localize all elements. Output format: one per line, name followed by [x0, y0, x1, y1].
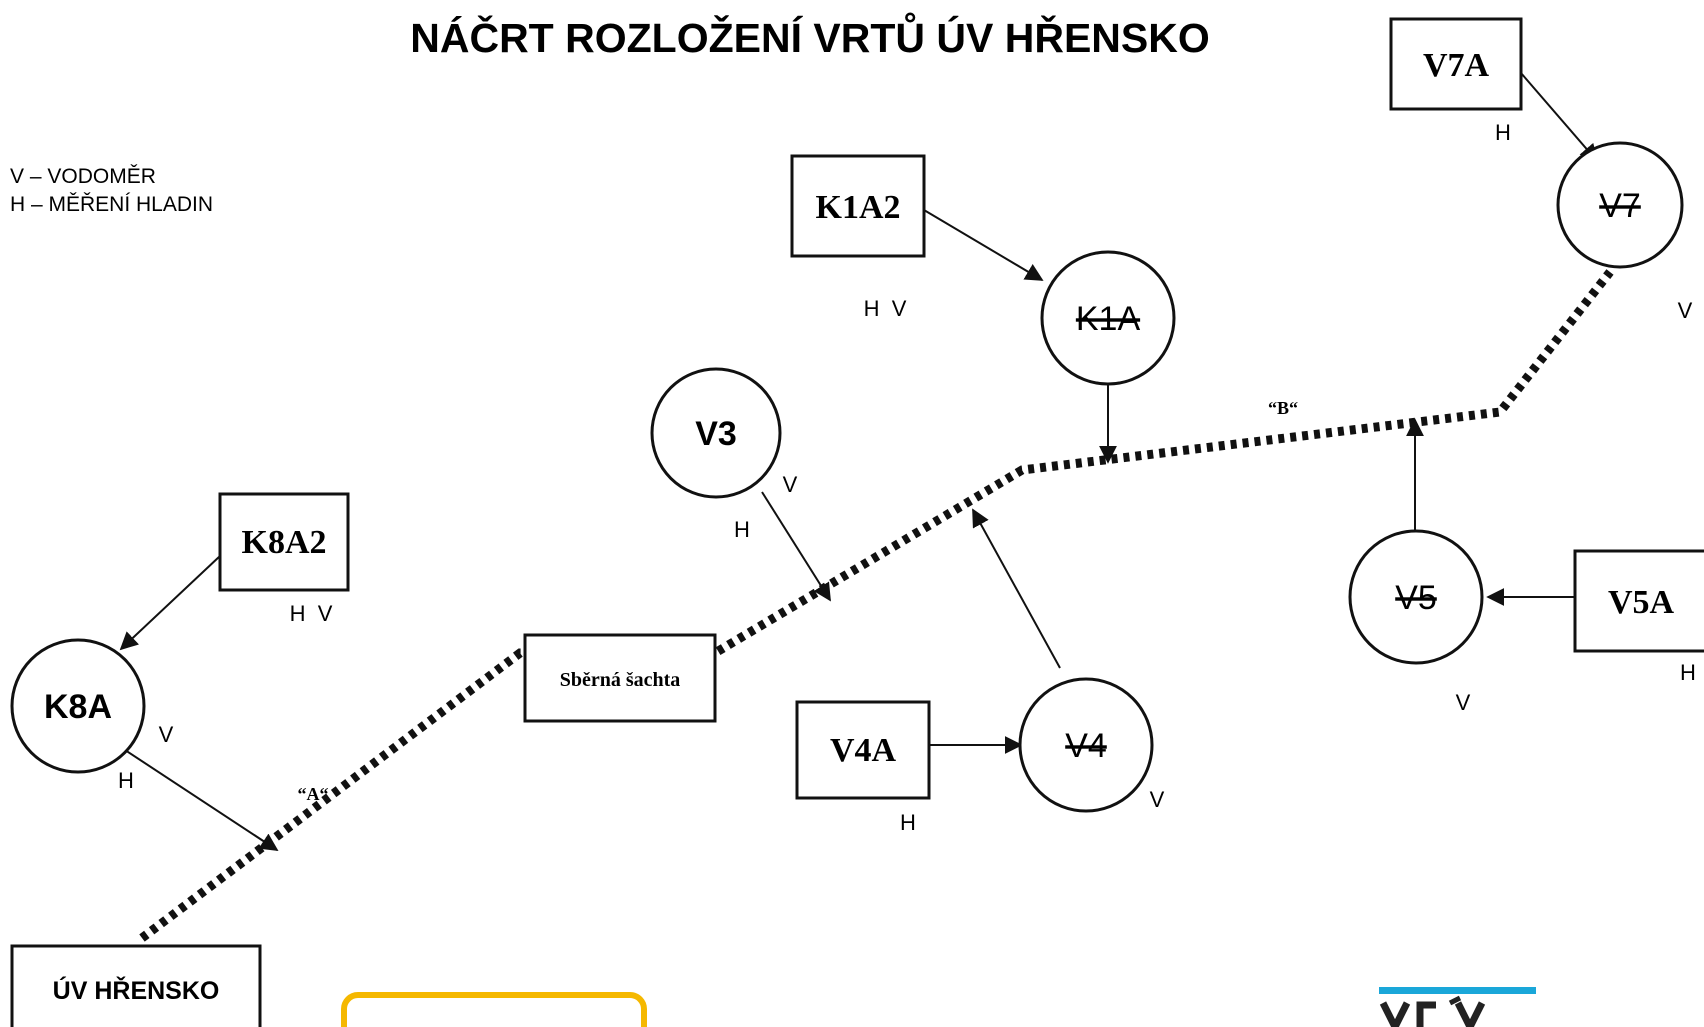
mark-v7-v: V [1678, 298, 1693, 323]
well-label-v7a: V7A [1423, 47, 1490, 84]
well-circle-v7 [1556, 141, 1684, 269]
mark-v4a-h: H [900, 810, 916, 835]
well-label-k8a2: K8A2 [242, 524, 327, 561]
legend-mereni-hladin: H – MĚŘENÍ HLADIN [10, 193, 213, 216]
mark-v3-h: H [734, 517, 750, 542]
well-box-v4a [795, 700, 931, 800]
arrow-k1a2-k1a [923, 209, 1044, 281]
arrow-k8a-pipeline [124, 749, 279, 851]
well-circle-k1a [1040, 250, 1176, 386]
mark-k8a-v: V [159, 722, 174, 747]
collection-shaft-box [523, 633, 717, 723]
well-box-k8a2 [218, 492, 350, 592]
legend-vodomer: V – VODOMĚR [10, 165, 156, 188]
diagram-title: NÁČRT ROZLOŽENÍ VRTŮ ÚV HŘENSKO [410, 12, 1210, 61]
mark-k1a2-hv: H V [864, 296, 907, 321]
arrow-v3-pipeline [761, 491, 831, 602]
pipeline-dotted [139, 269, 1614, 942]
segment-b-label: “B“ [1268, 398, 1298, 418]
arrow-v4-pipeline [972, 508, 1061, 669]
mark-v7a-h: H [1495, 120, 1511, 145]
company-logo-left [341, 992, 647, 1027]
well-label-v7: V7 [1599, 187, 1641, 225]
well-circle-k8a [10, 638, 146, 774]
arrow-v7a-v7 [1520, 72, 1599, 163]
well-box-v7a [1389, 17, 1523, 111]
collection-shaft-label: Sběrná šachta [560, 669, 681, 691]
well-label-v5: V5 [1395, 579, 1437, 617]
segment-a-label: “A“ [298, 784, 329, 804]
mark-v3-v: V [783, 472, 798, 497]
mark-v4-v: V [1150, 787, 1165, 812]
mark-k8a-h: H [118, 768, 134, 793]
company-logo-right [1379, 987, 1536, 1027]
treatment-plant-label: ÚV HŘENSKO [53, 975, 220, 1005]
well-label-k1a2: K1A2 [816, 189, 901, 226]
well-label-v4: V4 [1065, 727, 1107, 765]
well-circle-v4 [1018, 677, 1154, 813]
mark-v5-v: V [1456, 690, 1471, 715]
mark-k8a2-hv: H V [290, 601, 333, 626]
arrow-k8a2-k8a [119, 555, 221, 651]
well-circle-v3 [650, 367, 782, 499]
well-label-k8a: K8A [44, 688, 112, 726]
well-label-v4a: V4A [830, 732, 897, 769]
well-label-v5a: V5A [1608, 584, 1675, 621]
well-label-v3: V3 [695, 415, 737, 453]
well-circle-v5 [1348, 529, 1484, 665]
well-box-v5a [1573, 549, 1704, 653]
treatment-plant-box [10, 944, 262, 1027]
well-box-k1a2 [790, 154, 926, 258]
mark-v5a-h: H [1680, 660, 1696, 685]
well-label-k1a: K1A [1076, 300, 1141, 338]
